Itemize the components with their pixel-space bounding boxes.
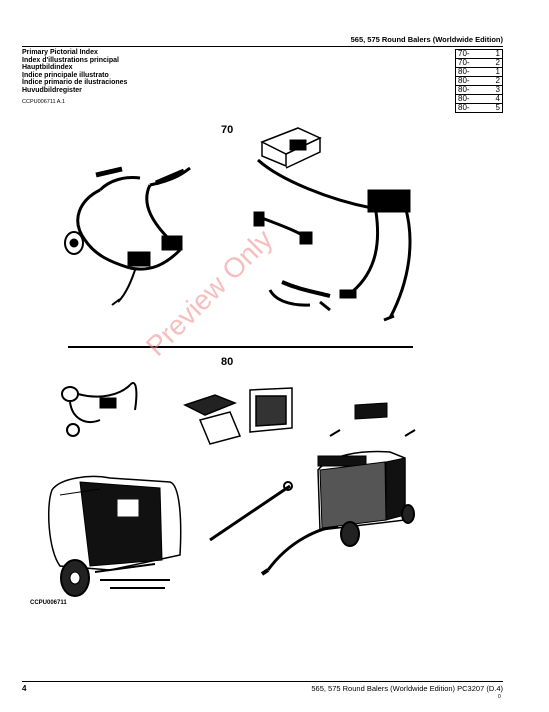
index-title: Hauptbildindex	[22, 64, 73, 72]
index-title: Indice principale illustrato	[22, 71, 109, 79]
page-number: 4	[22, 684, 27, 693]
section-separator	[68, 346, 413, 348]
section-70-label: 70	[221, 124, 234, 136]
page-cell: 5	[485, 103, 503, 113]
footer-sub: 0	[498, 694, 501, 700]
page-reference-table: 70-1 70-2 80-1 80-2 80-3 80-4 80-5	[454, 49, 503, 113]
hose-assembly-left-illustration	[64, 166, 191, 306]
footer-rule	[22, 681, 503, 682]
table-row: 80-5	[454, 103, 503, 113]
index-title: Índice primario de ilustraciones	[22, 79, 128, 87]
index-title-list: Primary Pictorial Index Index d'illustra…	[22, 49, 127, 95]
section-80-label: 80	[221, 356, 234, 368]
index-reference: CCPU006711 A.1	[22, 99, 66, 105]
footer-text: 565, 575 Round Balers (Worldwide Edition…	[311, 684, 503, 693]
header-rule	[22, 46, 503, 47]
round-baler-illustration	[48, 475, 182, 597]
wiring-harness-illustration	[61, 382, 138, 437]
index-title: Huvudbildregister	[22, 86, 82, 94]
header-title: 565, 575 Round Balers (Worldwide Edition…	[350, 35, 503, 44]
valve-assembly-illustration	[253, 127, 412, 322]
index-title: Primary Pictorial Index	[22, 49, 98, 56]
mounting-bracket-illustration	[183, 387, 293, 445]
figure-reference: CCPU006711	[30, 600, 67, 606]
index-title: Index d'illustrations principal	[22, 56, 119, 64]
baler-housing-illustration	[317, 402, 416, 547]
section-cell: 80-	[454, 103, 486, 113]
